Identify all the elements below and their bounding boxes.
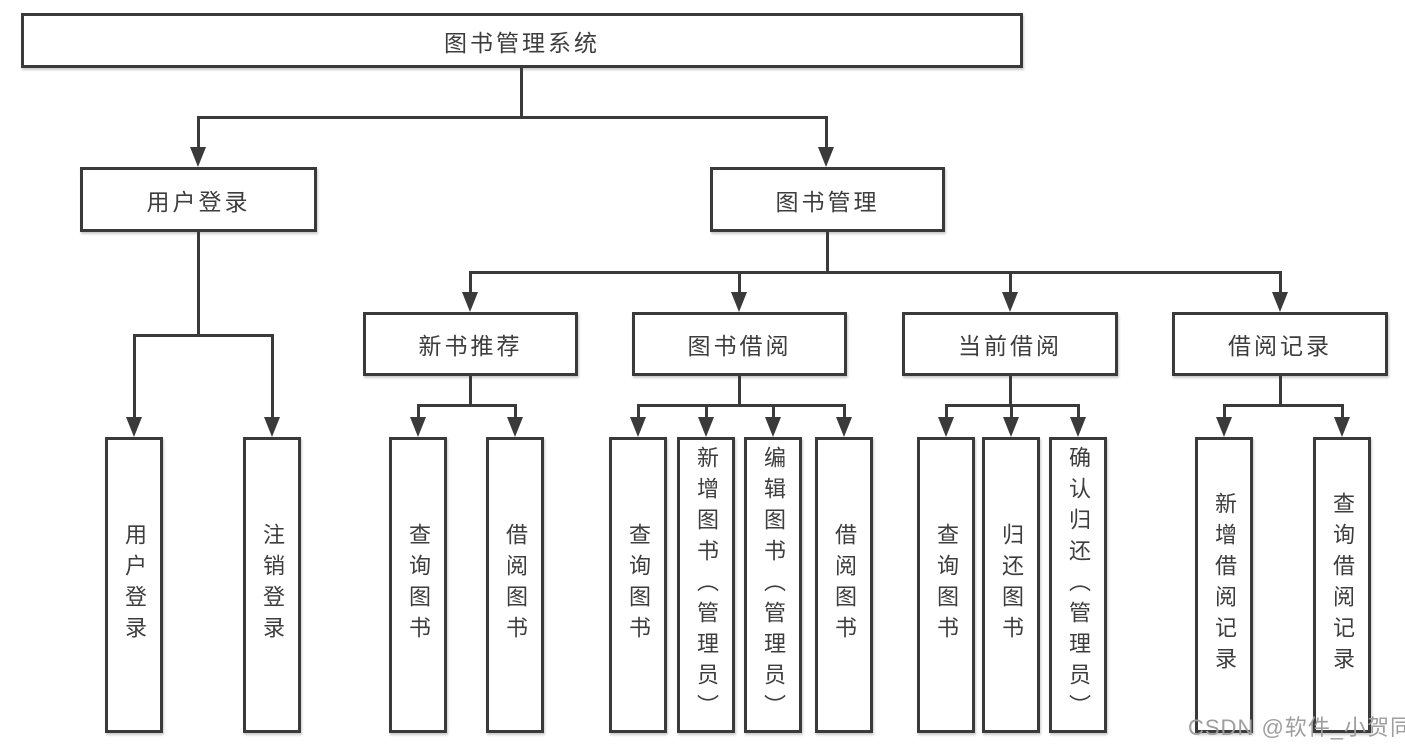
leaf-query-books-2: 查询图书 xyxy=(609,437,667,733)
connector-line xyxy=(417,404,516,407)
connector-line xyxy=(469,271,1282,274)
connector-line xyxy=(133,334,136,420)
connector-line xyxy=(197,116,828,119)
arrow-down-icon xyxy=(1334,417,1350,437)
connector-line xyxy=(772,404,775,421)
connector-line xyxy=(197,116,200,150)
connector-line xyxy=(520,68,523,118)
leaf-borrow-books-1-label: 借阅图书 xyxy=(503,523,528,647)
arrow-down-icon xyxy=(836,417,852,437)
arrow-down-icon xyxy=(190,147,206,167)
connector-line xyxy=(738,376,741,406)
leaf-query-books-3-label: 查询图书 xyxy=(934,523,959,647)
node-current-borrow-label: 当前借阅 xyxy=(958,333,1062,359)
connector-line xyxy=(1223,404,1343,407)
connector-line xyxy=(1341,404,1344,421)
connector-line xyxy=(637,404,845,407)
arrow-down-icon xyxy=(698,417,714,437)
leaf-edit-book-admin-label: 编辑图书（管理员） xyxy=(761,445,786,725)
leaf-borrow-books-2-label: 借阅图书 xyxy=(832,523,857,647)
node-book-borrow-label: 图书借阅 xyxy=(687,333,792,359)
connector-line xyxy=(1009,271,1012,296)
arrow-down-icon xyxy=(1003,417,1019,437)
leaf-add-borrow-record-label: 新增借阅记录 xyxy=(1212,492,1237,678)
connector-line xyxy=(738,271,741,296)
connector-line xyxy=(469,271,472,296)
leaf-confirm-return-admin: 确认归还（管理员） xyxy=(1049,437,1107,733)
arrow-down-icon xyxy=(1070,417,1086,437)
node-new-book-recommend-label: 新书推荐 xyxy=(418,333,523,359)
leaf-query-books-1: 查询图书 xyxy=(389,437,447,733)
node-borrow-record: 借阅记录 xyxy=(1172,312,1388,376)
leaf-add-book-admin-label: 新增图书（管理员） xyxy=(694,445,719,725)
node-current-borrow: 当前借阅 xyxy=(902,312,1118,376)
leaf-logout-label: 注销登录 xyxy=(260,523,285,647)
arrow-down-icon xyxy=(1002,292,1018,312)
leaf-add-book-admin: 新增图书（管理员） xyxy=(677,437,735,733)
node-user-login: 用户登录 xyxy=(80,167,317,232)
connector-line xyxy=(945,404,948,421)
connector-line xyxy=(637,404,640,421)
connector-line xyxy=(134,334,274,337)
node-borrow-record-label: 借阅记录 xyxy=(1228,333,1332,359)
arrow-down-icon xyxy=(126,417,142,437)
leaf-borrow-books-2: 借阅图书 xyxy=(815,437,873,733)
arrow-down-icon xyxy=(630,417,646,437)
leaf-user-login-label: 用户登录 xyxy=(122,523,147,647)
leaf-user-login: 用户登录 xyxy=(105,437,163,733)
arrow-down-icon xyxy=(765,417,781,437)
arrow-down-icon xyxy=(1272,292,1288,312)
node-book-management-label: 图书管理 xyxy=(775,188,880,215)
leaf-return-book: 归还图书 xyxy=(982,437,1040,733)
connector-line xyxy=(469,376,472,406)
arrow-down-icon xyxy=(507,417,523,437)
arrow-down-icon xyxy=(462,292,478,312)
leaf-logout: 注销登录 xyxy=(243,437,301,733)
connector-line xyxy=(1279,271,1282,296)
connector-line xyxy=(1223,404,1226,421)
connector-line xyxy=(843,404,846,421)
connector-line xyxy=(826,232,829,274)
arrow-down-icon xyxy=(938,417,954,437)
node-book-borrow: 图书借阅 xyxy=(632,312,847,376)
leaf-return-book-label: 归还图书 xyxy=(999,523,1024,647)
connector-line xyxy=(1009,376,1012,406)
node-user-login-label: 用户登录 xyxy=(146,188,251,215)
connector-line xyxy=(514,404,517,421)
connector-line xyxy=(705,404,708,421)
arrow-down-icon xyxy=(410,417,426,437)
leaf-edit-book-admin: 编辑图书（管理员） xyxy=(744,437,802,733)
node-root: 图书管理系统 xyxy=(21,13,1023,68)
leaf-add-borrow-record: 新增借阅记录 xyxy=(1195,437,1253,733)
arrow-down-icon xyxy=(1216,417,1232,437)
leaf-confirm-return-admin-label: 确认归还（管理员） xyxy=(1066,445,1091,725)
connector-line xyxy=(1279,376,1282,406)
node-root-label: 图书管理系统 xyxy=(444,29,600,56)
arrow-down-icon xyxy=(731,292,747,312)
leaf-borrow-books-1: 借阅图书 xyxy=(486,437,544,733)
node-book-management: 图书管理 xyxy=(710,167,945,232)
leaf-query-borrow-record: 查询借阅记录 xyxy=(1313,437,1371,733)
connector-line xyxy=(197,232,200,336)
leaf-query-books-2-label: 查询图书 xyxy=(626,523,651,647)
leaf-query-books-3: 查询图书 xyxy=(917,437,975,733)
connector-line xyxy=(1010,404,1013,421)
connector-line xyxy=(825,116,828,150)
connector-line xyxy=(1077,404,1080,421)
arrow-down-icon xyxy=(264,417,280,437)
watermark: CSDN @软件_小贺同学 xyxy=(1188,715,1405,740)
node-new-book-recommend: 新书推荐 xyxy=(363,312,578,376)
arrow-down-icon xyxy=(818,147,834,167)
leaf-query-borrow-record-label: 查询借阅记录 xyxy=(1330,492,1355,678)
connector-line xyxy=(271,334,274,420)
leaf-query-books-1-label: 查询图书 xyxy=(406,523,431,647)
connector-line xyxy=(417,404,420,421)
